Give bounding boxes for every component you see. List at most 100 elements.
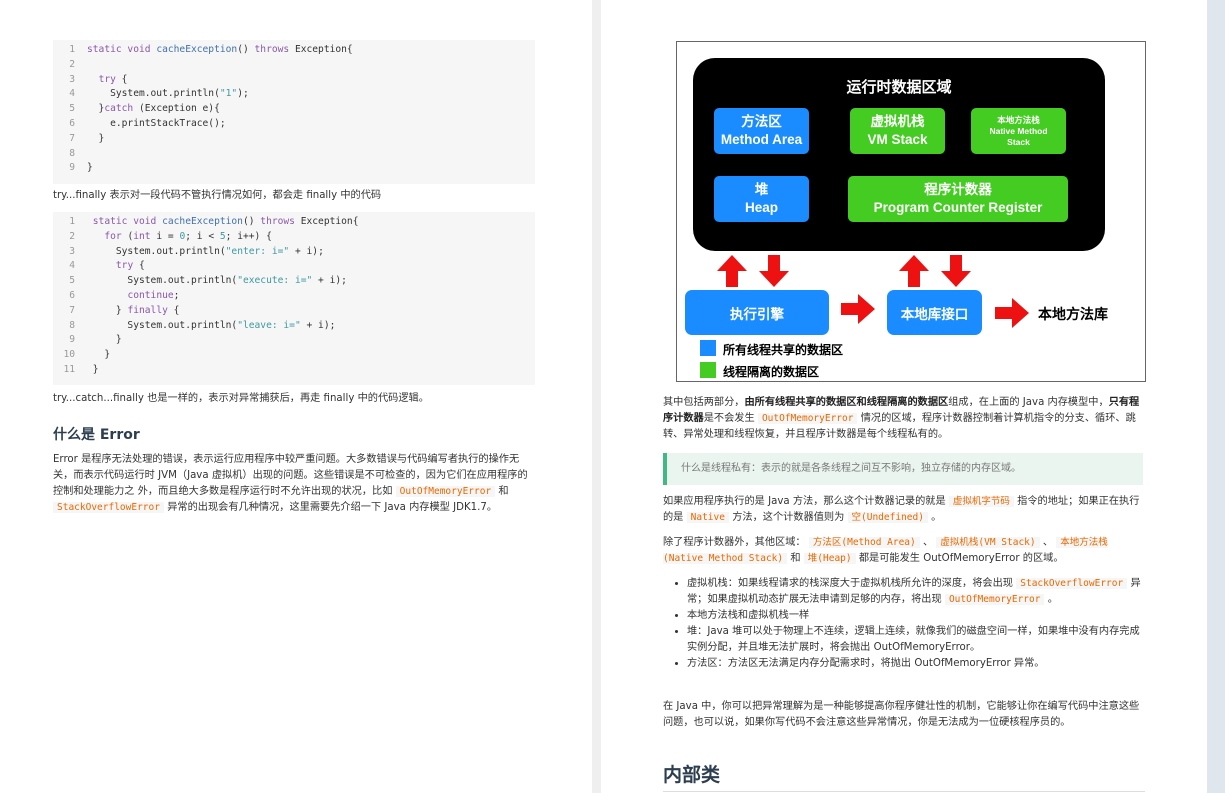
paragraph-try-finally: try...finally 表示对一段代码不管执行情况如何，都会走 finall…: [53, 190, 382, 201]
code-token: {: [133, 260, 145, 272]
code-token: {: [115, 73, 128, 85]
arrow-right-icon: [995, 298, 1029, 328]
code-token: }: [92, 304, 128, 316]
code-token: (): [242, 216, 261, 227]
native-interface-label: 本地库接口: [900, 306, 969, 322]
line-number: 9: [69, 162, 75, 174]
code-token: 5: [219, 230, 226, 242]
code-line: 2: [53, 58, 535, 73]
left-page: 1 static void cacheException() throws Exc…: [0, 0, 592, 793]
text-run: 指令的地址；如果正在执行的是: [663, 496, 1140, 523]
code-line: 4 System.out.println("1");: [53, 87, 535, 102]
code-token: }: [92, 334, 122, 346]
code-token: [93, 260, 116, 271]
vm-stack-cn: 虚拟机栈: [870, 114, 925, 129]
code-token: [93, 231, 105, 242]
code-token: System.out.println(: [92, 319, 238, 331]
line-number: 4: [69, 88, 75, 100]
paragraph-error-description: Error 是程序无法处理的错误，表示运行应用程序中较严重问题。大多数错误与代码…: [53, 452, 531, 516]
code-line: 5 }catch (Exception e){: [53, 102, 535, 117]
native-method-library-label: 本地方法库: [1038, 307, 1108, 323]
line-number: 11: [63, 363, 75, 375]
list-item: 堆：Java 堆可以处于物理上不连续，逻辑上连续，就像我们的磁盘空间一样，如果堆…: [687, 624, 1145, 656]
inline-code: 虚拟机栈(VM Stack): [936, 537, 1040, 548]
code-token: try: [115, 260, 134, 272]
text-run: Error 是程序无法处理的错误，表示运行应用程序中较严重问题。大多数错误与代码…: [53, 454, 528, 497]
code-token: }: [87, 162, 93, 174]
code-token: }: [92, 363, 99, 375]
code-token: ;: [173, 289, 180, 301]
text-run: 异常的出现会有几种情况，这里需要先介绍一下 Java 内存模型 JDK1.7。: [163, 502, 498, 513]
text-run: 情况的区域，程序计数器控制着计算机指令的分支、循环、跳转、异常处理和线程恢复，并…: [663, 413, 1136, 440]
code-token: [87, 74, 99, 85]
code-line: 6 e.printStackTrace();: [53, 117, 535, 132]
heading-inner-class: 内部类: [663, 764, 721, 786]
code-line: 5 System.out.println("execute: i=" + i);: [53, 274, 535, 289]
vm-stack-block: 虚拟机栈 VM Stack: [850, 108, 945, 154]
text-run: 。: [1044, 594, 1058, 605]
code-token: 0: [179, 230, 186, 242]
native-interface-block: 本地库接口: [887, 290, 982, 335]
code-line: 2 for (int i = 0; i < 5; i++) {: [53, 230, 535, 245]
code-token: System.out.println(: [92, 245, 226, 257]
code-line: 6 continue;: [53, 289, 535, 304]
text-run: 虚拟机栈：如果线程请求的栈深度大于虚拟机栈所允许的深度，将会出现: [687, 578, 1017, 589]
arrow-up-icon: [899, 255, 929, 287]
code-token: (: [121, 230, 134, 242]
inline-code: StackOverflowError: [1016, 578, 1128, 589]
heading-what-is-error: 什么是 Error: [53, 427, 140, 443]
text-run: 只有程序计数器: [663, 397, 1140, 424]
code-token: {: [167, 304, 180, 316]
code-token: for: [104, 230, 122, 242]
list-item: 方法区：方法区无法满足内存分配需求时，将抛出 OutOfMemoryError …: [687, 656, 1145, 672]
line-number: 1: [69, 216, 75, 227]
method-area-block: 方法区 Method Area: [714, 108, 809, 154]
paragraph-memory-model: 其中包括两部分，由所有线程共享的数据区和线程隔离的数据区组成，在上面的 Java…: [663, 395, 1145, 443]
text-run: 其中包括两部分，: [663, 397, 745, 408]
code-token: ; i <: [185, 230, 220, 242]
code-line: 1 static void cacheException() throws Ex…: [53, 215, 535, 230]
right-page: 运行时数据区域 方法区 Method Area 虚拟机栈 VM Stack 本地…: [601, 0, 1207, 793]
code-line: 8: [53, 147, 535, 162]
code-token: }: [87, 103, 105, 115]
text-run: 如果应用程序执行的是 Java 方法，那么这个计数器记录的就是: [663, 496, 949, 507]
runtime-data-area: 运行时数据区域 方法区 Method Area 虚拟机栈 VM Stack 本地…: [693, 58, 1105, 251]
vm-stack-en: VM Stack: [867, 132, 928, 147]
text-run: 堆：Java 堆可以处于物理上不连续，逻辑上连续，就像我们的磁盘空间一样，如果堆…: [687, 626, 1140, 653]
text-run: 都是可能发生 OutOfMemoryError 的区域。: [855, 553, 1064, 564]
code-token: + i);: [289, 245, 324, 257]
legend-shared-label: 所有线程共享的数据区: [723, 343, 844, 357]
text-run: 除了程序计数器外，其他区域：: [663, 537, 809, 548]
native-stack-cn: 本地方法栈: [997, 114, 1040, 125]
text-run: 是不会发生: [703, 413, 758, 424]
code-token: "enter: i=": [225, 245, 290, 257]
line-number: 5: [69, 103, 75, 115]
paragraph-oom-areas: 除了程序计数器外，其他区域： 方法区(Method Area) 、 虚拟机栈(V…: [663, 535, 1145, 567]
line-number: 3: [69, 245, 75, 257]
list-item: 本地方法栈和虚拟机栈一样: [687, 608, 1145, 624]
heap-en: Heap: [744, 200, 778, 215]
arrow-down-icon: [941, 255, 971, 287]
line-number: 4: [69, 260, 75, 272]
code-token: cacheException: [162, 216, 243, 227]
pc-register-block: 程序计数器 Program Counter Register: [848, 176, 1068, 222]
runtime-data-area-title: 运行时数据区域: [846, 78, 952, 96]
execution-engine-label: 执行引擎: [730, 306, 784, 322]
code-token: Exception{: [294, 216, 359, 227]
right-scrollbar[interactable]: [1207, 0, 1225, 793]
code-line: 10 }: [53, 348, 535, 363]
code-block-try-finally: 1 static void cacheException() throws Ex…: [53, 212, 535, 385]
arrow-up-icon: [717, 255, 747, 287]
code-token: throws: [254, 44, 290, 55]
code-token: Exception{: [289, 44, 353, 55]
inline-code: 方法区(Method Area): [808, 537, 920, 548]
code-token: static void: [92, 216, 163, 227]
line-number: 7: [69, 132, 75, 144]
code-token: "execute: i=": [237, 275, 313, 287]
execution-engine-block: 执行引擎: [685, 290, 829, 335]
code-line: 8 System.out.println("leave: i=" + i);: [53, 319, 535, 334]
code-token: + i);: [300, 319, 336, 331]
code-token: [93, 290, 128, 301]
text-run: 由所有线程共享的数据区和线程隔离的数据区: [744, 397, 949, 408]
